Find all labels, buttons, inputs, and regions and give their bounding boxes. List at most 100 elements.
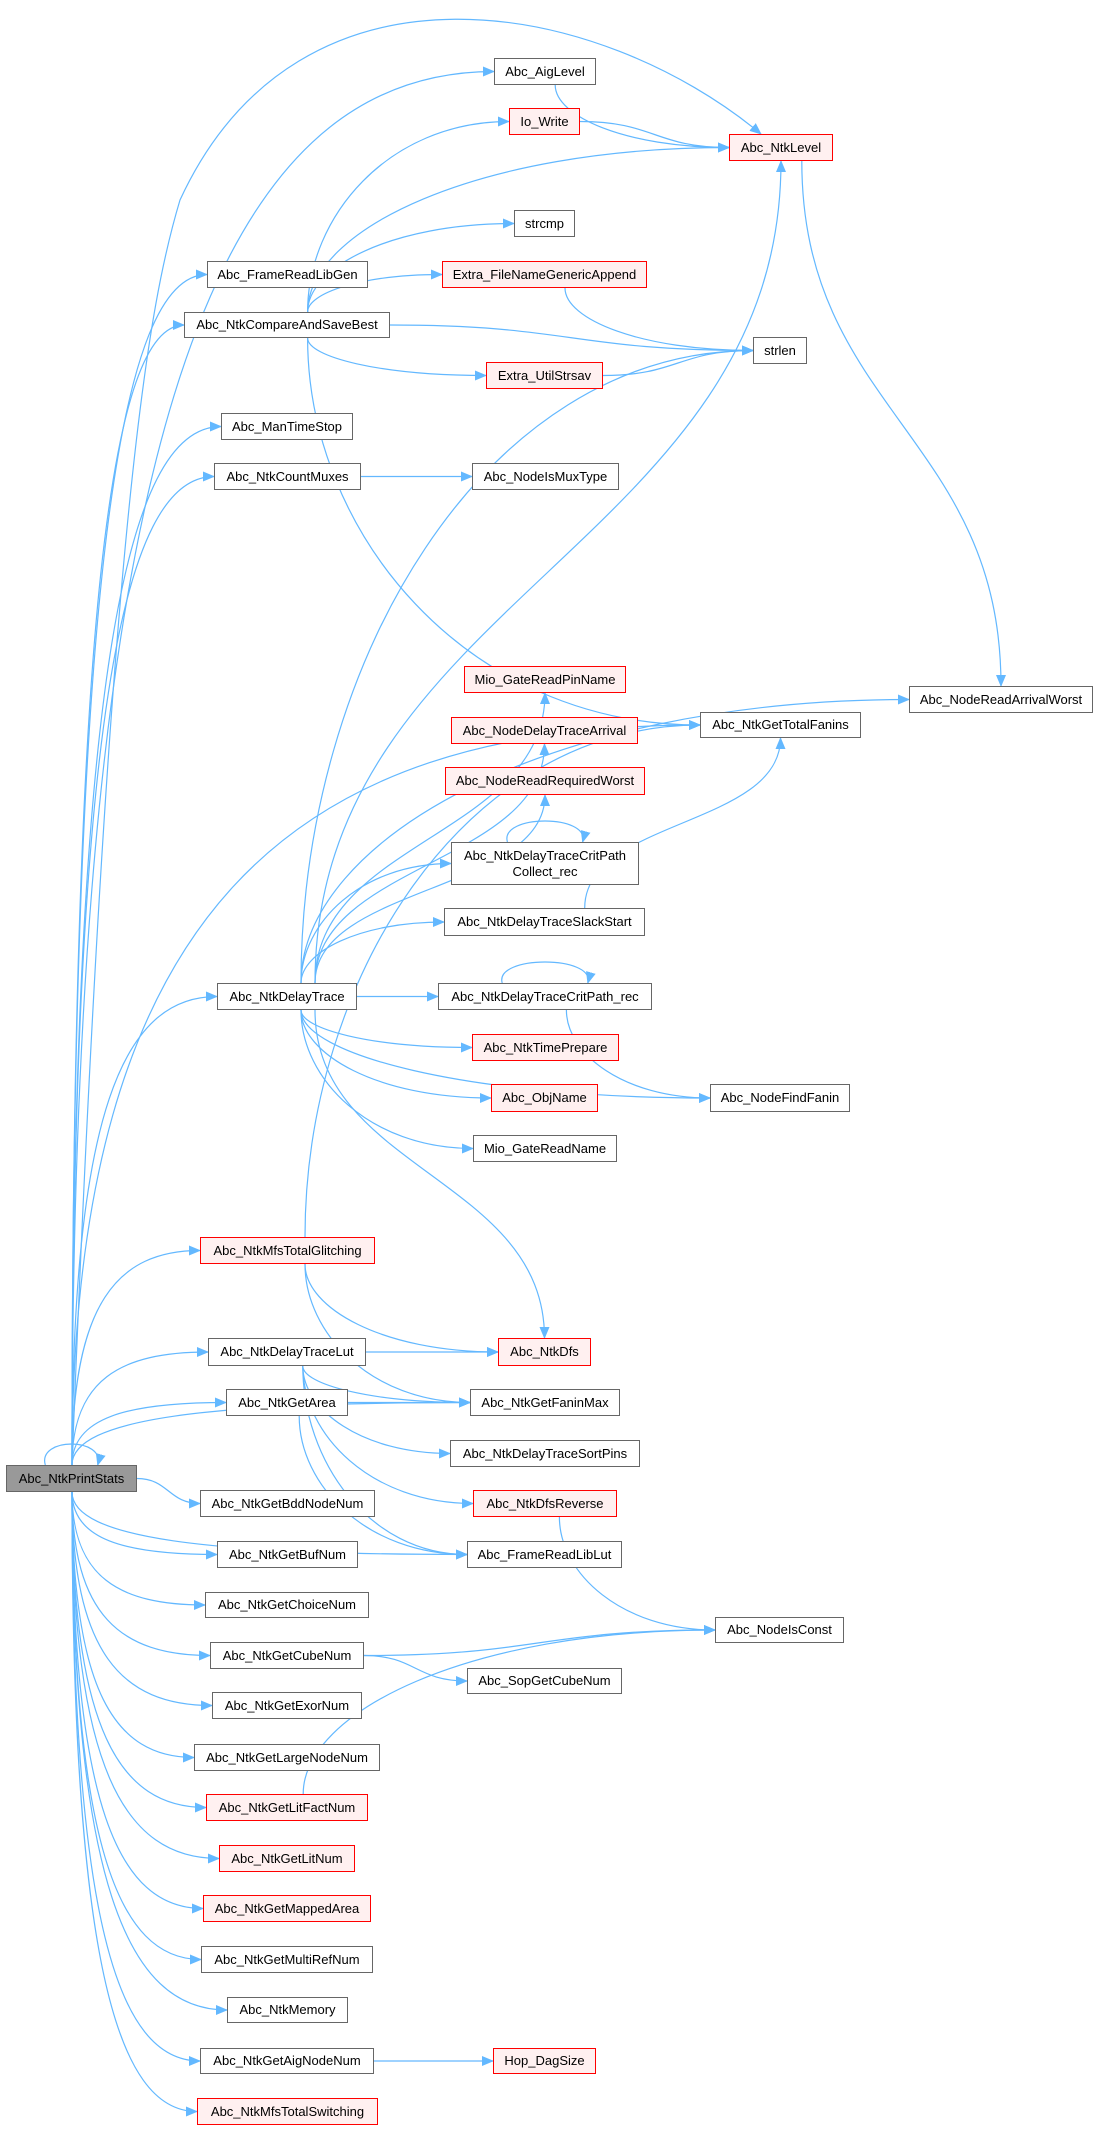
node-get-total-fanins[interactable]: Abc_NtkGetTotalFanins (700, 712, 861, 738)
node-delay-trace[interactable]: Abc_NtkDelayTrace (217, 983, 357, 1010)
node-node-delay-trace-arrival[interactable]: Abc_NodeDelayTraceArrival (451, 717, 638, 744)
node-label: Abc_NtkGetLitNum (231, 1850, 343, 1866)
edge-util-strsav-to-strlen (602, 345, 754, 377)
node-hop-dag-size[interactable]: Hop_DagSize (493, 2048, 596, 2074)
edge-print-stats-to-get-fanin-max (71, 1397, 471, 1466)
node-time-prepare[interactable]: Abc_NtkTimePrepare (472, 1034, 619, 1061)
node-label: Extra_UtilStrsav (497, 367, 592, 383)
edge-print-stats-to-aig-node-num (71, 1491, 201, 2066)
edge-print-stats-to-buf-num (71, 1491, 218, 1560)
node-label: Abc_NtkGetLargeNodeNum (206, 1749, 368, 1765)
node-label: Abc_NtkDfsReverse (486, 1495, 604, 1511)
node-label: Abc_NtkGetArea (238, 1394, 336, 1410)
node-lit-fact-num[interactable]: Abc_NtkGetLitFactNum (206, 1794, 368, 1821)
node-gate-read-pin-name[interactable]: Mio_GateReadPinName (464, 666, 626, 693)
node-strcmp[interactable]: strcmp (514, 210, 575, 237)
edge-crit-path-rec-to-crit-path-rec (501, 961, 596, 984)
node-large-node-num[interactable]: Abc_NtkGetLargeNodeNum (194, 1744, 380, 1771)
edge-io-write-to-ntk-level (579, 120, 730, 153)
node-choice-num[interactable]: Abc_NtkGetChoiceNum (205, 1592, 369, 1618)
node-label: Abc_NtkLevel (740, 139, 822, 155)
node-node-read-arrival-worst[interactable]: Abc_NodeReadArrivalWorst (909, 686, 1093, 713)
edge-print-stats-to-man-time-stop (71, 421, 222, 1466)
node-label: Abc_NtkGetTotalFanins (712, 717, 849, 732)
node-buf-num[interactable]: Abc_NtkGetBufNum (217, 1541, 358, 1568)
edge-print-stats-to-get-area (71, 1397, 227, 1466)
node-crit-path-rec[interactable]: Abc_NtkDelayTraceCritPath_rec (438, 983, 652, 1010)
node-label: Abc_ObjName (502, 1090, 587, 1105)
node-mapped-area[interactable]: Abc_NtkGetMappedArea (203, 1895, 371, 1922)
node-ntk-memory[interactable]: Abc_NtkMemory (227, 1997, 348, 2023)
node-label: Collect_rec (512, 863, 578, 879)
edge-delay-trace-lut-to-dfs-reverse (302, 1365, 474, 1509)
edge-crit-path-rec-to-node-find-fanin (565, 1009, 711, 1103)
edge-delay-trace-to-node-read-required-worst (314, 794, 550, 984)
edge-print-stats-to-mapped-area (71, 1491, 204, 1914)
node-multi-ref-num[interactable]: Abc_NtkGetMultiRefNum (201, 1946, 373, 1973)
edge-print-stats-to-delay-trace (71, 991, 218, 1466)
node-ntk-dfs[interactable]: Abc_NtkDfs (498, 1338, 591, 1366)
node-label: Abc_NodeDelayTraceArrival (462, 722, 627, 738)
node-count-muxes[interactable]: Abc_NtkCountMuxes (214, 463, 361, 490)
edge-print-stats-to-aig-level (71, 66, 495, 1466)
node-file-name-append[interactable]: Extra_FileNameGenericAppend (442, 261, 647, 288)
node-frame-read-lib-lut[interactable]: Abc_FrameReadLibLut (467, 1541, 622, 1568)
node-label: Abc_NtkDelayTrace (229, 988, 345, 1004)
node-util-strsav[interactable]: Extra_UtilStrsav (486, 362, 603, 389)
node-delay-trace-lut[interactable]: Abc_NtkDelayTraceLut (208, 1338, 366, 1366)
node-io-write[interactable]: Io_Write (509, 108, 580, 135)
edge-compare-and-save-best-to-util-strsav (307, 337, 487, 381)
edge-print-stats-to-lit-num (71, 1491, 220, 1864)
node-lit-num[interactable]: Abc_NtkGetLitNum (219, 1845, 355, 1872)
node-ntk-level[interactable]: Abc_NtkLevel (729, 134, 833, 161)
node-slack-start[interactable]: Abc_NtkDelayTraceSlackStart (444, 908, 645, 936)
node-node-read-required-worst[interactable]: Abc_NodeReadRequiredWorst (445, 767, 645, 795)
node-mfs-switching[interactable]: Abc_NtkMfsTotalSwitching (197, 2098, 378, 2125)
edge-delay-trace-to-ntk-level (314, 160, 786, 984)
edge-print-stats-to-lit-fact-num (71, 1491, 207, 1813)
edge-delay-trace-to-crit-path-collect (300, 858, 452, 984)
node-dfs-reverse[interactable]: Abc_NtkDfsReverse (473, 1490, 617, 1517)
edge-aig-level-to-ntk-level (554, 84, 730, 153)
node-label: Abc_NodeReadArrivalWorst (919, 691, 1083, 707)
edge-print-stats-to-choice-num (71, 1491, 206, 1610)
node-label: Abc_NtkCountMuxes (226, 468, 349, 484)
node-node-is-const[interactable]: Abc_NodeIsConst (715, 1617, 844, 1643)
node-node-find-fanin[interactable]: Abc_NodeFindFanin (710, 1084, 850, 1112)
edge-cube-num-to-node-is-const (363, 1625, 716, 1657)
edge-print-stats-to-delay-trace-lut (71, 1347, 209, 1466)
node-cube-num[interactable]: Abc_NtkGetCubeNum (210, 1642, 364, 1669)
node-node-is-mux-type[interactable]: Abc_NodeIsMuxType (472, 463, 619, 490)
node-label: Abc_SopGetCubeNum (478, 1673, 611, 1688)
edge-print-stats-to-count-muxes (71, 471, 215, 1466)
edge-get-area-to-frame-read-lib-lut (298, 1415, 468, 1560)
node-aig-node-num[interactable]: Abc_NtkGetAigNodeNum (200, 2048, 374, 2074)
node-man-time-stop[interactable]: Abc_ManTimeStop (221, 413, 353, 440)
edge-delay-trace-to-gate-read-pin-name (314, 692, 550, 984)
node-strlen[interactable]: strlen (753, 337, 807, 364)
node-compare-and-save-best[interactable]: Abc_NtkCompareAndSaveBest (184, 312, 390, 338)
node-sort-pins[interactable]: Abc_NtkDelayTraceSortPins (450, 1440, 640, 1467)
node-bdd-node-num[interactable]: Abc_NtkGetBddNodeNum (200, 1490, 375, 1517)
node-label: Abc_FrameReadLibLut (477, 1546, 612, 1562)
edge-print-stats-to-mfs-glitching (71, 1245, 201, 1466)
node-label: Abc_NtkPrintStats (18, 1470, 125, 1486)
node-label: Abc_NtkGetLitFactNum (218, 1799, 356, 1815)
node-get-area[interactable]: Abc_NtkGetArea (226, 1389, 348, 1416)
node-aig-level[interactable]: Abc_AigLevel (494, 58, 596, 85)
node-label: Abc_NtkGetChoiceNum (218, 1597, 356, 1612)
node-label: Abc_NtkGetBddNodeNum (211, 1495, 364, 1511)
node-print-stats[interactable]: Abc_NtkPrintStats (6, 1465, 137, 1492)
node-sop-get-cube-num[interactable]: Abc_SopGetCubeNum (467, 1668, 622, 1694)
node-gate-read-name[interactable]: Mio_GateReadName (473, 1135, 617, 1162)
node-mfs-glitching[interactable]: Abc_NtkMfsTotalGlitching (200, 1237, 375, 1264)
node-label: Abc_NtkGetCubeNum (222, 1647, 352, 1663)
node-label: strlen (764, 342, 796, 358)
node-exor-num[interactable]: Abc_NtkGetExorNum (212, 1692, 362, 1719)
node-frame-read-lib-gen[interactable]: Abc_FrameReadLibGen (207, 261, 368, 288)
node-get-fanin-max[interactable]: Abc_NtkGetFaninMax (470, 1389, 620, 1416)
edge-print-stats-to-mfs-switching (71, 1491, 198, 2117)
node-obj-name[interactable]: Abc_ObjName (491, 1084, 598, 1112)
